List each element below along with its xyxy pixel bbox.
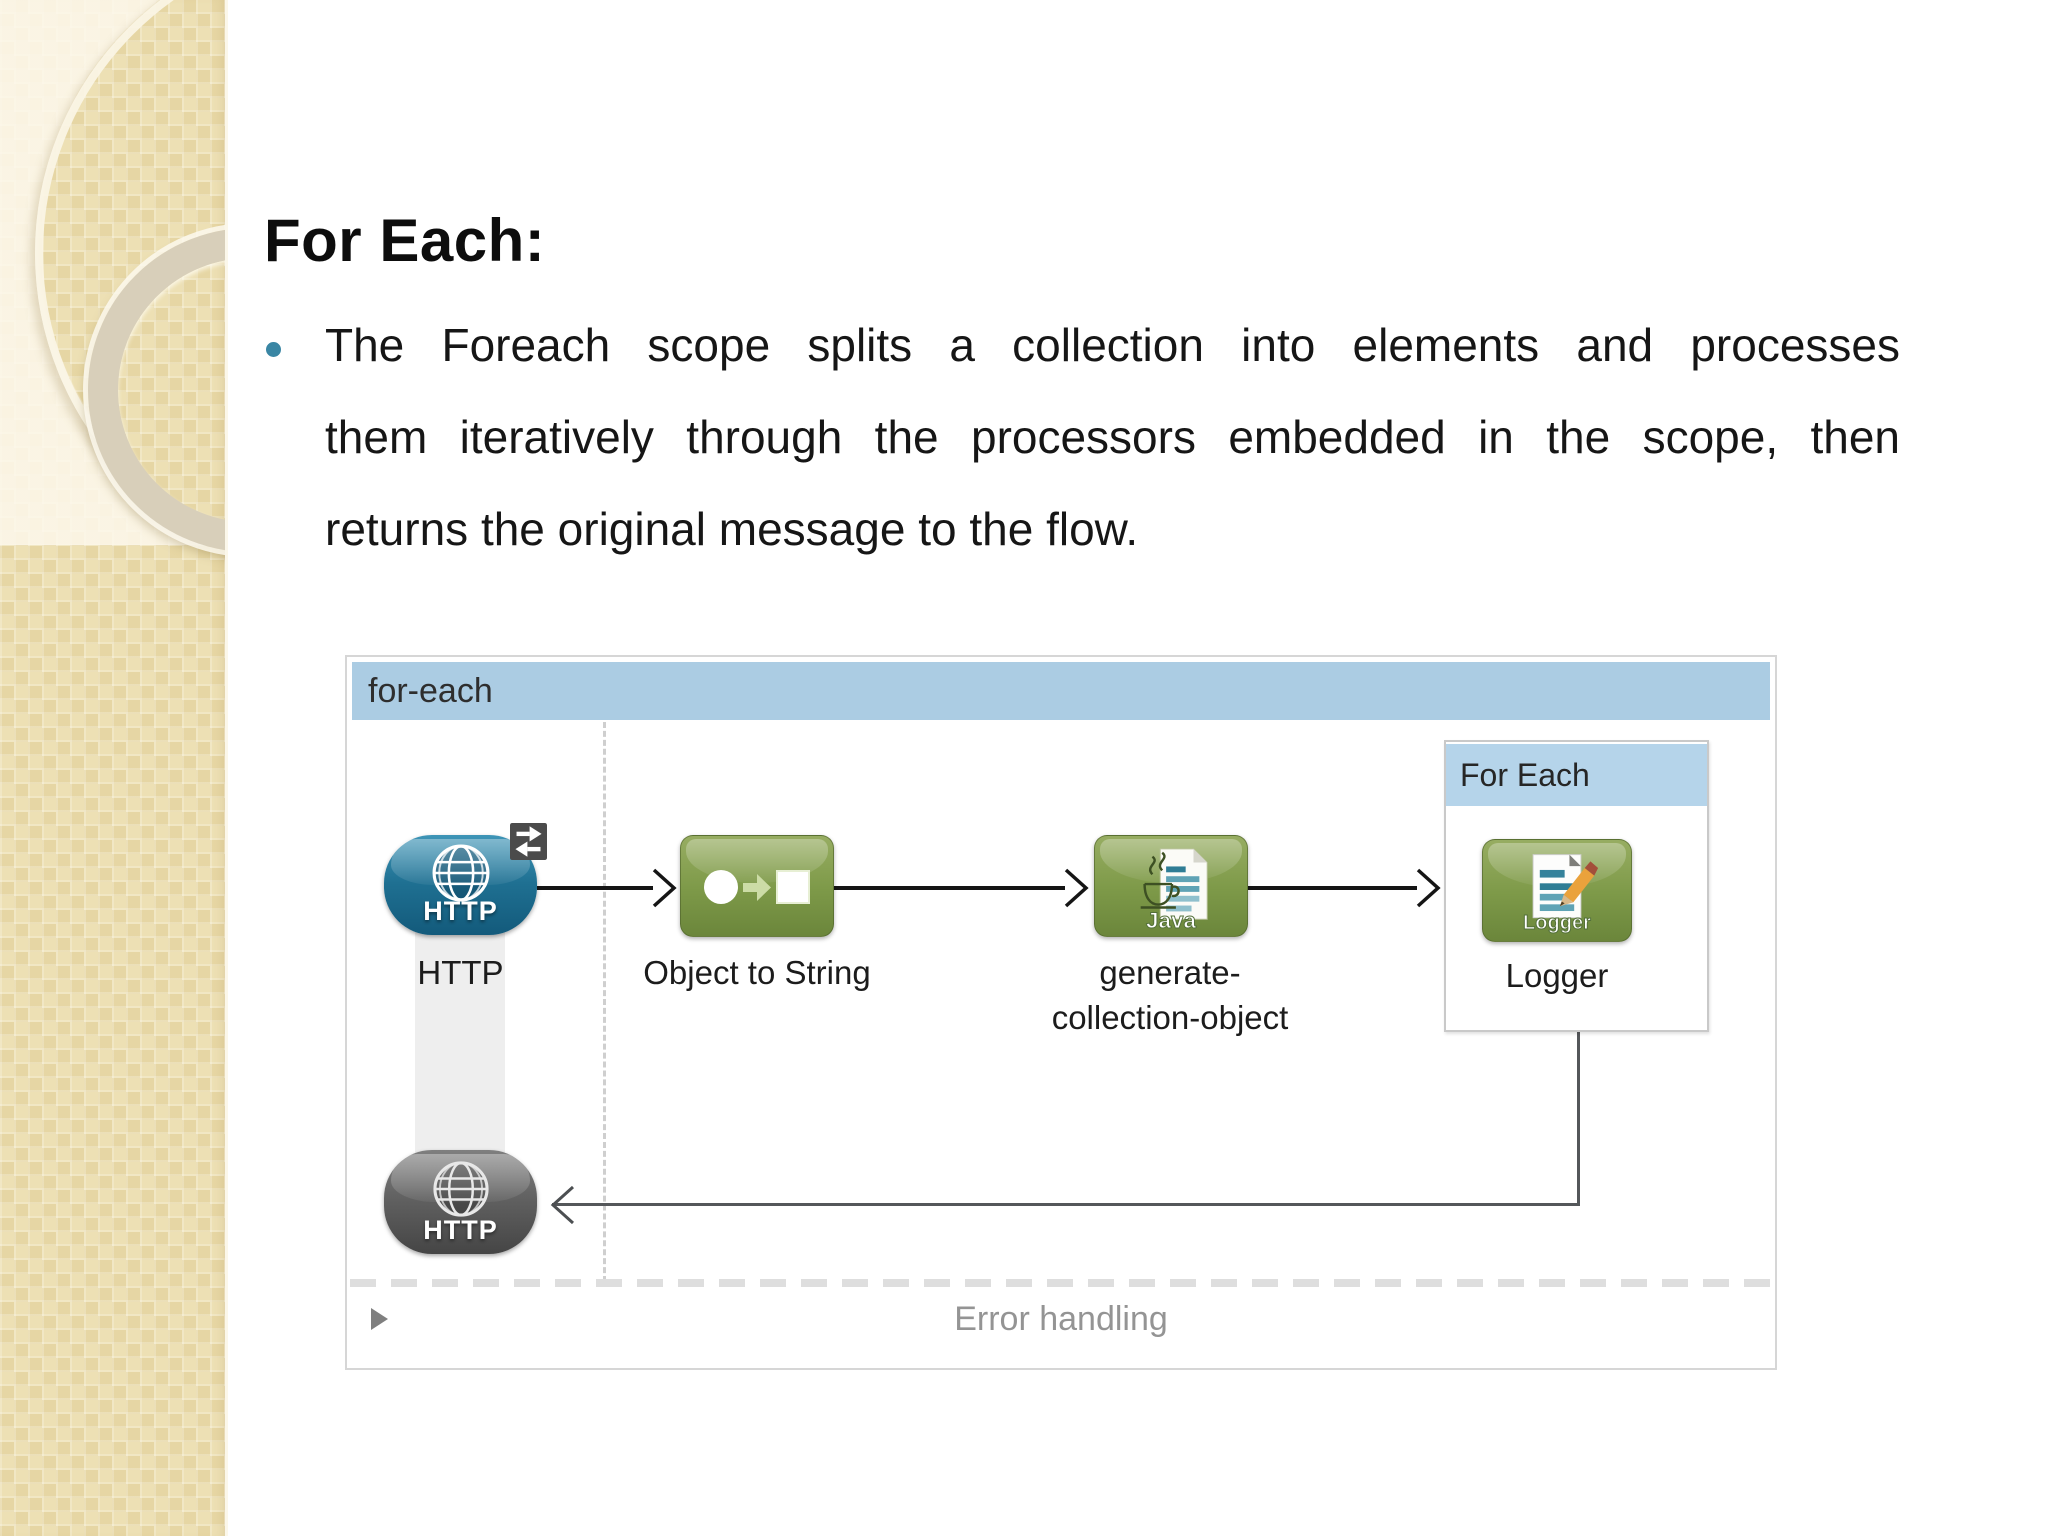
node-http-response[interactable]: HTTP: [384, 1150, 537, 1254]
slide-title: For Each:: [264, 207, 546, 274]
globe-icon: [432, 1161, 489, 1217]
return-connector-vertical: [1577, 1032, 1580, 1205]
flow-header-bar[interactable]: for-each: [352, 662, 1770, 720]
java-icon[interactable]: Java: [1094, 835, 1248, 937]
arrowhead-left-icon: [550, 1185, 575, 1225]
http-icon[interactable]: HTTP: [384, 823, 547, 935]
http-icon-text: HTTP: [423, 896, 498, 926]
source-process-divider: [603, 722, 606, 1282]
object-to-string-glyph-icon: [704, 870, 810, 904]
foreach-scope-header[interactable]: For Each: [1446, 744, 1707, 806]
arrowhead-right-icon: [1416, 868, 1441, 908]
node-label: HTTP: [417, 954, 504, 991]
bullet-dot: [266, 342, 281, 357]
flow-connector-line: [834, 886, 1065, 890]
slide-theme-sidebar: [0, 0, 228, 1536]
bidirectional-arrows-badge-icon: [510, 823, 547, 860]
mule-flow-canvas: for-each For Each: [345, 655, 1777, 1370]
node-java-component[interactable]: Java: [1094, 835, 1248, 937]
svg-text:Java: Java: [1146, 908, 1196, 932]
object-to-string-icon[interactable]: [680, 835, 834, 937]
node-label: generate-: [1099, 954, 1241, 991]
bullet-text-line-2: them iteratively through the processors …: [325, 411, 1900, 463]
flow-connector-line: [1247, 886, 1417, 890]
svg-text:Logger: Logger: [1523, 912, 1591, 934]
node-label: Logger: [1505, 957, 1609, 994]
node-label: collection-object: [1051, 999, 1289, 1036]
logger-glyph-icon: Logger: [1523, 854, 1599, 935]
bullet-text-line-1: The Foreach scope splits a collection in…: [325, 319, 1900, 371]
node-http-listener[interactable]: HTTP: [384, 823, 547, 935]
error-handling-label[interactable]: Error handling: [954, 1300, 1168, 1338]
node-label: Object to String: [643, 954, 871, 991]
globe-icon: [432, 844, 489, 902]
node-logger[interactable]: Logger: [1482, 839, 1632, 942]
node-object-to-string[interactable]: [680, 835, 834, 937]
arrowhead-right-icon: [1064, 868, 1089, 908]
http-icon-text: HTTP: [423, 1215, 498, 1245]
bullet-text-line-3: returns the original message to the flow…: [325, 503, 1139, 555]
expand-triangle-icon[interactable]: [371, 1308, 388, 1330]
arrowhead-right-icon: [652, 868, 677, 908]
http-response-icon[interactable]: HTTP: [384, 1150, 537, 1254]
java-glyph-icon: Java: [1140, 848, 1208, 932]
flow-connector-line: [537, 886, 653, 890]
error-handling-divider: [350, 1279, 1772, 1287]
return-connector-horizontal: [552, 1203, 1580, 1206]
logger-icon[interactable]: Logger: [1482, 839, 1632, 942]
